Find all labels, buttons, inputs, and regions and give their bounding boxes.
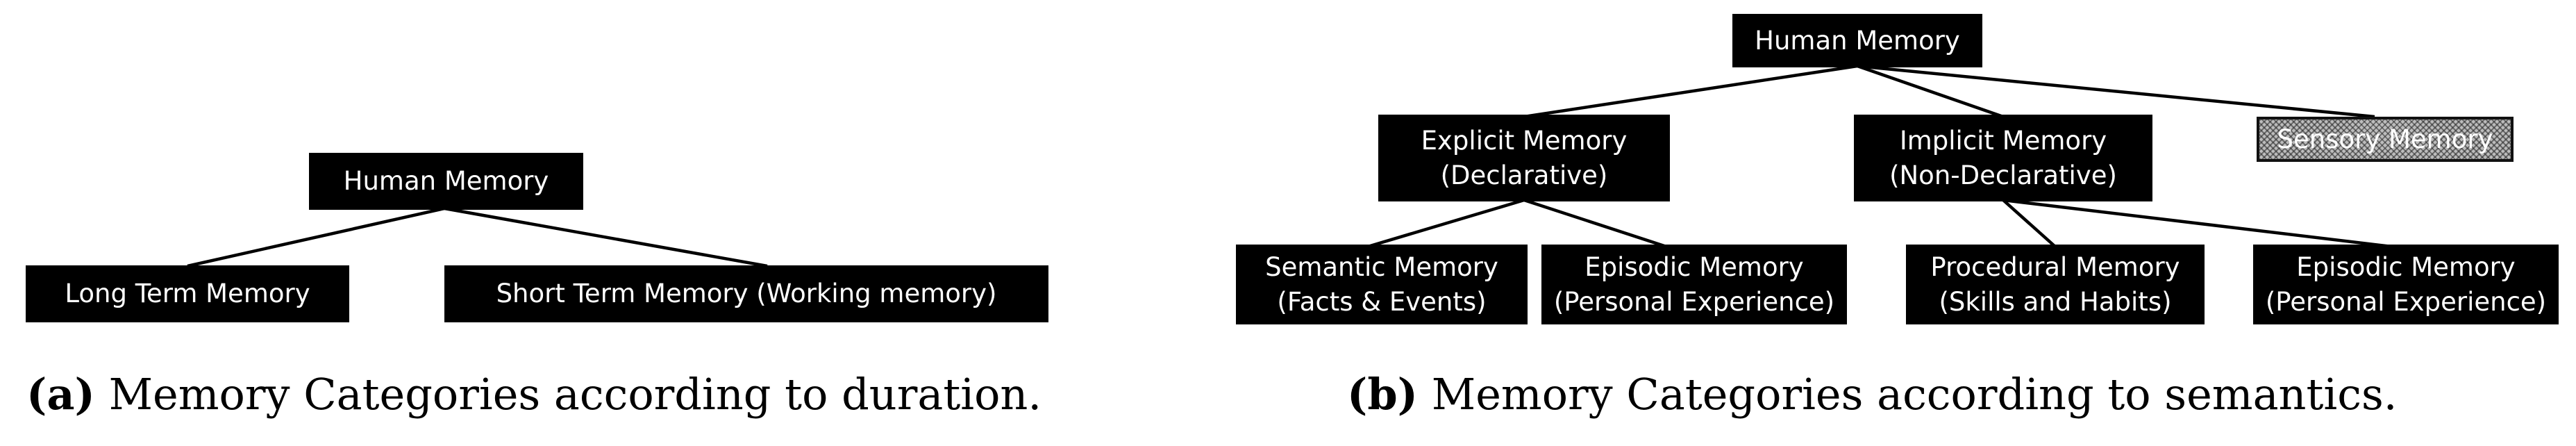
node-episodic-memory-implicit: Episodic Memory (Personal Experience) [2253,245,2559,324]
node-label: Human Memory [343,166,549,196]
node-human-memory: Human Memory [309,153,583,210]
node-short-term-memory: Short Term Memory (Working memory) [444,265,1048,322]
edge-root-to-explicit [1523,64,1858,119]
node-label: Short Term Memory (Working memory) [496,279,997,308]
node-label-line1: Explicit Memory [1421,125,1628,156]
panel-semantics: Human Memory Explicit Memory (Declarativ… [1236,0,2576,446]
node-label-line1: Semantic Memory [1265,251,1498,282]
edge-implicit-to-episodic [2002,198,2393,249]
node-semantic-memory: Semantic Memory (Facts & Events) [1236,245,1528,324]
edge-root-to-short-term [444,206,768,268]
caption-text: Memory Categories according to duration. [108,369,1042,420]
node-label-line2: (Non-Declarative) [1889,160,2117,190]
node-label-line1: Episodic Memory [1584,251,1804,282]
node-label-line2: (Declarative) [1440,160,1608,190]
node-label-line2: (Personal Experience) [1553,286,1835,317]
panel-duration: Human Memory Long Term Memory Short Term… [0,0,1236,446]
node-explicit-memory: Explicit Memory (Declarative) [1378,115,1670,201]
node-label-line1: Procedural Memory [1930,251,2180,282]
edge-root-to-sensory [1857,64,2375,119]
caption-a: (a) Memory Categories according to durat… [26,367,1042,422]
node-human-memory: Human Memory [1732,14,1982,67]
node-label-line2: (Facts & Events) [1277,286,1487,317]
edge-explicit-to-episodic [1523,198,1667,249]
edge-root-to-long-term [187,206,445,268]
caption-b: (b) Memory Categories according to seman… [1347,367,2397,422]
node-implicit-memory: Implicit Memory (Non-Declarative) [1854,115,2152,201]
edge-explicit-to-semantic [1367,198,1525,249]
caption-text: Memory Categories according to semantics… [1431,369,2398,420]
node-long-term-memory: Long Term Memory [26,265,349,322]
node-label-line1: Implicit Memory [1899,125,2107,156]
caption-tag: (b) [1347,369,1419,420]
edge-root-to-implicit [1857,64,2004,119]
caption-tag: (a) [26,369,95,420]
node-label-line1: Episodic Memory [2296,251,2516,282]
node-label-line2: (Personal Experience) [2265,286,2547,317]
node-label: Sensory Memory [2277,124,2493,154]
node-label: Human Memory [1755,25,1960,56]
node-label: Long Term Memory [65,279,310,308]
node-procedural-memory: Procedural Memory (Skills and Habits) [1906,245,2205,324]
node-label-line2: (Skills and Habits) [1939,286,2172,317]
node-episodic-memory-explicit: Episodic Memory (Personal Experience) [1541,245,1847,324]
node-sensory-memory: Sensory Memory [2257,117,2514,162]
edge-implicit-to-procedural [2002,199,2057,248]
